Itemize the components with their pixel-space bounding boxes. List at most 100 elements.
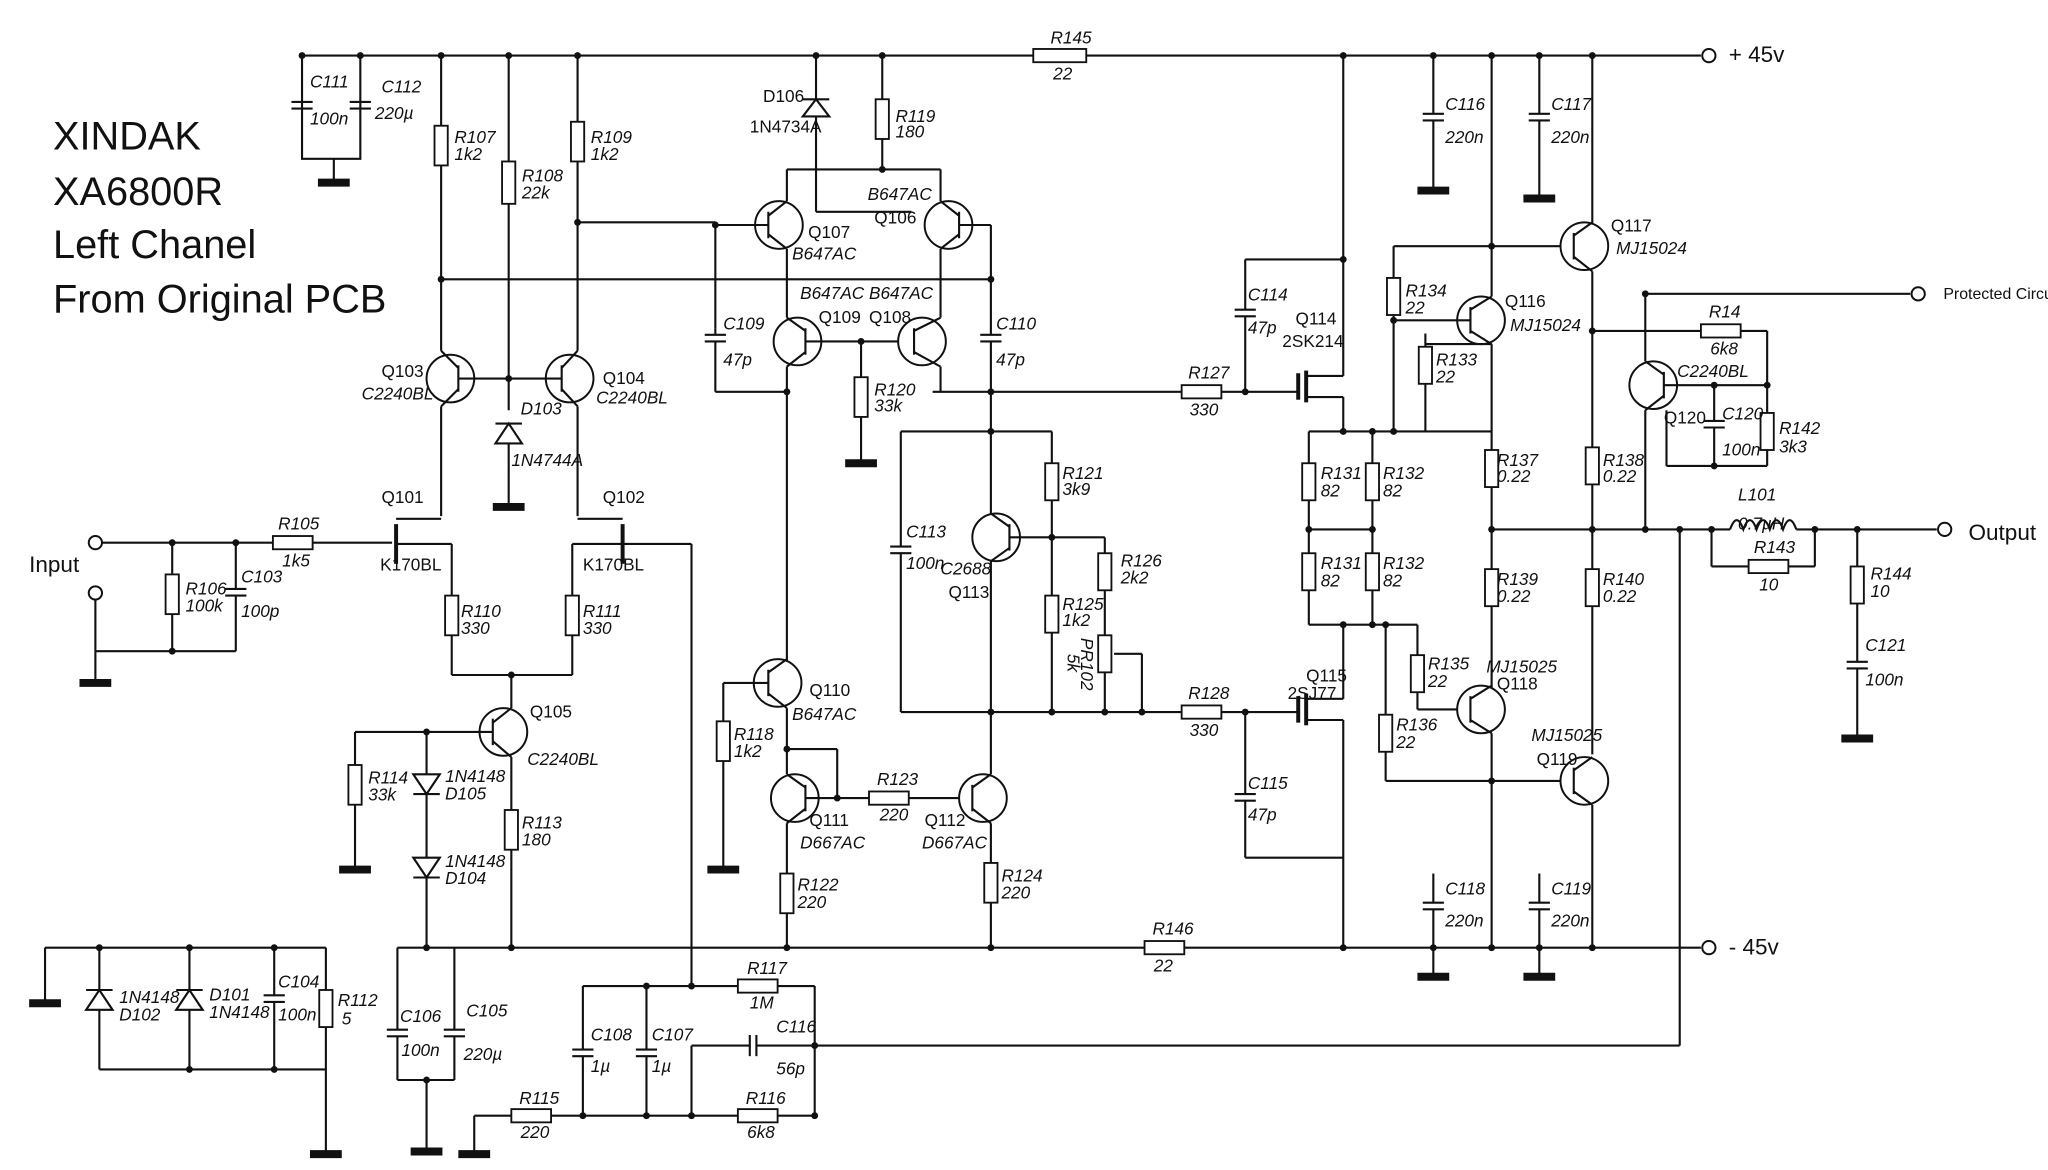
svg-text:R136: R136 xyxy=(1396,715,1438,735)
svg-text:6k8: 6k8 xyxy=(1710,339,1738,359)
svg-text:C113: C113 xyxy=(906,521,946,541)
input-stage-bias: R107 1k2 R108 22k R109 1k2 xyxy=(433,55,991,411)
svg-text:33k: 33k xyxy=(874,396,903,416)
jfet-q102: Q102 K170BL xyxy=(572,487,693,987)
svg-text:100k: 100k xyxy=(185,595,224,615)
svg-text:R146: R146 xyxy=(1152,918,1194,938)
svg-text:R132: R132 xyxy=(1383,463,1425,483)
svg-text:22: 22 xyxy=(1052,63,1073,83)
output-label: Output xyxy=(1969,520,2037,545)
svg-text:22: 22 xyxy=(1153,955,1174,975)
resistor-r146: R146 22 xyxy=(1143,918,1194,975)
svg-text:C114: C114 xyxy=(1248,284,1288,304)
svg-text:D102: D102 xyxy=(119,1004,161,1024)
svg-text:R138: R138 xyxy=(1603,450,1645,470)
svg-text:R133: R133 xyxy=(1436,349,1478,369)
svg-text:220n: 220n xyxy=(1444,910,1483,930)
feedback-network: R117 1M C108 1µ C107 1µ C116 56p R115 22… xyxy=(458,958,1680,1159)
svg-text:220: 220 xyxy=(796,892,826,912)
svg-text:C118: C118 xyxy=(1445,879,1485,899)
svg-text:R140: R140 xyxy=(1603,569,1645,589)
svg-text:1k2: 1k2 xyxy=(454,144,482,164)
svg-text:82: 82 xyxy=(1321,480,1341,500)
svg-text:0.22: 0.22 xyxy=(1497,466,1531,486)
svg-text:0.22: 0.22 xyxy=(1497,586,1531,606)
svg-text:R111: R111 xyxy=(583,601,622,621)
svg-text:180: 180 xyxy=(896,122,925,142)
svg-text:1µ: 1µ xyxy=(652,1056,672,1076)
svg-text:Q119: Q119 xyxy=(1537,749,1578,769)
svg-text:R127: R127 xyxy=(1188,363,1231,383)
svg-text:C2240BL: C2240BL xyxy=(596,388,668,408)
svg-text:C108: C108 xyxy=(591,1024,633,1044)
svg-text:R107: R107 xyxy=(454,127,497,147)
svg-text:100n: 100n xyxy=(1865,670,1903,690)
svg-text:R131: R131 xyxy=(1321,463,1362,483)
svg-text:C121: C121 xyxy=(1865,635,1906,655)
jfet-q101: Q101 K170BL xyxy=(380,487,452,574)
output-filter: L101 0.7µH Output R143 10 R144 10 C121 1… xyxy=(1678,484,2037,1046)
svg-text:C116: C116 xyxy=(776,1016,816,1036)
svg-text:Q106: Q106 xyxy=(874,208,916,228)
svg-text:1k2: 1k2 xyxy=(734,741,762,761)
svg-text:2k2: 2k2 xyxy=(1120,568,1149,588)
svg-text:2SK214: 2SK214 xyxy=(1282,331,1344,351)
svg-text:22: 22 xyxy=(1395,732,1416,752)
svg-text:3k9: 3k9 xyxy=(1062,479,1090,499)
svg-text:0.22: 0.22 xyxy=(1603,466,1637,486)
svg-text:B647AC: B647AC xyxy=(868,184,933,204)
svg-text:D667AC: D667AC xyxy=(800,832,866,852)
svg-text:330: 330 xyxy=(583,618,612,638)
svg-text:1N4148: 1N4148 xyxy=(445,851,506,871)
svg-text:82: 82 xyxy=(1383,480,1403,500)
svg-text:1N4148: 1N4148 xyxy=(445,766,506,786)
svg-text:Q104: Q104 xyxy=(603,368,646,388)
svg-text:47p: 47p xyxy=(1248,318,1277,338)
svg-text:0.7µH: 0.7µH xyxy=(1738,513,1785,533)
svg-text:22: 22 xyxy=(1405,298,1426,318)
svg-text:K170BL: K170BL xyxy=(583,554,644,574)
svg-text:330: 330 xyxy=(461,618,490,638)
svg-text:Q109: Q109 xyxy=(819,307,861,327)
svg-text:C2240BL: C2240BL xyxy=(1677,361,1749,381)
svg-text:82: 82 xyxy=(1321,570,1341,590)
output-stage: C116 220n C117 220n R134 22 Q116 MJ15024… xyxy=(1378,55,1712,981)
title-line-1: XINDAK xyxy=(53,115,201,159)
svg-text:R143: R143 xyxy=(1754,537,1796,557)
svg-text:1N4148: 1N4148 xyxy=(209,1002,270,1022)
svg-text:R126: R126 xyxy=(1121,550,1163,570)
svg-text:R132: R132 xyxy=(1383,553,1425,573)
svg-text:D105: D105 xyxy=(445,783,487,803)
junction-dots xyxy=(95,52,1861,1120)
svg-text:Q118: Q118 xyxy=(1497,674,1538,694)
svg-text:MJ15024: MJ15024 xyxy=(1616,238,1687,258)
svg-text:100n: 100n xyxy=(1722,439,1760,459)
svg-text:D101: D101 xyxy=(209,985,250,1005)
svg-text:C109: C109 xyxy=(723,314,765,334)
svg-text:Q116: Q116 xyxy=(1505,291,1546,311)
svg-text:C2240BL: C2240BL xyxy=(362,384,434,404)
svg-text:C112: C112 xyxy=(382,77,422,97)
svg-text:22k: 22k xyxy=(521,183,551,203)
svg-text:6k8: 6k8 xyxy=(747,1122,775,1142)
svg-text:Q114: Q114 xyxy=(1296,308,1337,328)
svg-text:C119: C119 xyxy=(1551,879,1591,899)
svg-text:R117: R117 xyxy=(747,958,788,978)
svg-text:10: 10 xyxy=(1870,581,1890,601)
svg-text:R114: R114 xyxy=(368,768,408,788)
vas-stage: Q110 B647AC R118 1k2 Q111 D667AC R123 22… xyxy=(707,391,1182,948)
svg-text:R121: R121 xyxy=(1062,463,1103,483)
svg-text:C2688: C2688 xyxy=(941,558,992,578)
svg-text:33k: 33k xyxy=(368,785,397,805)
svg-text:C120: C120 xyxy=(1722,404,1764,424)
svg-text:330: 330 xyxy=(1190,400,1219,420)
svg-text:180: 180 xyxy=(522,830,551,850)
svg-text:100n: 100n xyxy=(401,1040,439,1060)
svg-text:C103: C103 xyxy=(241,566,283,586)
power-rails: + 45v - 45v xyxy=(302,42,1785,959)
svg-text:Q120: Q120 xyxy=(1664,408,1706,428)
svg-text:B647AC: B647AC xyxy=(792,243,857,263)
svg-text:1N4734A: 1N4734A xyxy=(750,116,822,136)
svg-text:K170BL: K170BL xyxy=(380,554,441,574)
svg-text:R137: R137 xyxy=(1497,450,1540,470)
